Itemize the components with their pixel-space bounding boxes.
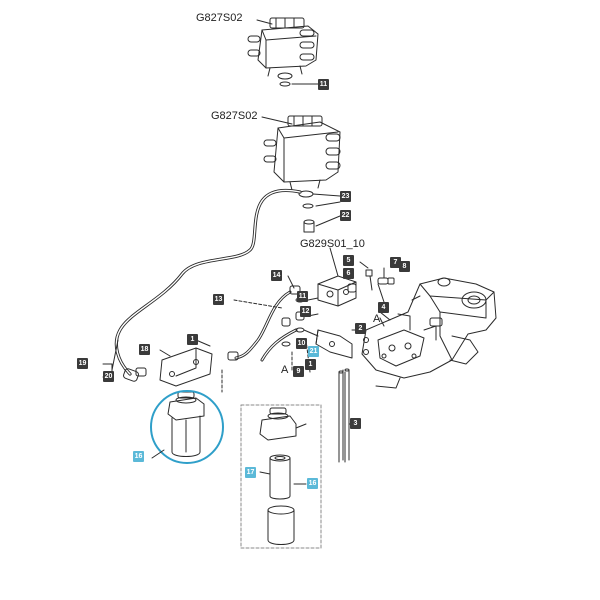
callout-22[interactable]: 22 bbox=[340, 210, 351, 221]
callout-10[interactable]: 10 bbox=[296, 338, 307, 349]
callout-7[interactable]: 7 bbox=[390, 257, 401, 268]
callout-21[interactable]: 21 bbox=[308, 346, 319, 357]
callout-11[interactable]: 11 bbox=[297, 291, 308, 302]
bracket-2 bbox=[315, 329, 361, 359]
callout-23[interactable]: 23 bbox=[340, 191, 351, 202]
callout-16-filter[interactable]: 16 bbox=[133, 451, 144, 462]
top-control-valve bbox=[247, 17, 319, 87]
bracket-18 bbox=[159, 339, 223, 393]
reference-top-valve: G827S02 bbox=[196, 12, 243, 24]
filter-bowl-detail bbox=[267, 483, 307, 545]
filter-head-detail bbox=[259, 407, 307, 441]
callout-17[interactable]: 17 bbox=[245, 467, 256, 478]
callout-18[interactable]: 18 bbox=[139, 344, 150, 355]
letter-a-left: A bbox=[281, 364, 289, 376]
callout-12[interactable]: 12 bbox=[300, 306, 311, 317]
reference-valve-block: G829S01_10 bbox=[300, 238, 365, 250]
hose-end-fitting-20 bbox=[123, 367, 147, 382]
letter-a-right: A bbox=[373, 313, 381, 325]
callout-8[interactable]: 8 bbox=[399, 261, 410, 272]
fitting-23-22 bbox=[302, 201, 341, 233]
oil-filter-16 bbox=[167, 391, 205, 457]
filter-highlight-circle bbox=[150, 390, 224, 464]
filter-detail-box bbox=[240, 404, 322, 549]
callout-6[interactable]: 6 bbox=[343, 268, 354, 279]
callout-1-bracket[interactable]: 1 bbox=[187, 334, 198, 345]
callout-11-top[interactable]: 11 bbox=[318, 79, 329, 90]
filter-element-17 bbox=[259, 454, 291, 500]
fittings-4-5-7-8 bbox=[359, 261, 395, 303]
callout-14[interactable]: 14 bbox=[271, 270, 282, 281]
callout-4[interactable]: 4 bbox=[378, 302, 389, 313]
callout-13[interactable]: 13 bbox=[213, 294, 224, 305]
callout-19[interactable]: 19 bbox=[77, 358, 88, 369]
main-control-valve bbox=[261, 115, 341, 198]
callout-5[interactable]: 5 bbox=[343, 255, 354, 266]
callout-3[interactable]: 3 bbox=[350, 418, 361, 429]
callout-2[interactable]: 2 bbox=[355, 323, 366, 334]
callout-16-detail[interactable]: 16 bbox=[307, 478, 318, 489]
rods-3 bbox=[338, 368, 353, 463]
reference-main-valve: G827S02 bbox=[211, 110, 258, 122]
rear-lift-housing bbox=[361, 277, 497, 389]
callout-1-rod[interactable]: 1 bbox=[305, 359, 316, 370]
callout-9[interactable]: 9 bbox=[293, 366, 304, 377]
callout-20[interactable]: 20 bbox=[103, 371, 114, 382]
valve-block-6 bbox=[317, 247, 357, 307]
